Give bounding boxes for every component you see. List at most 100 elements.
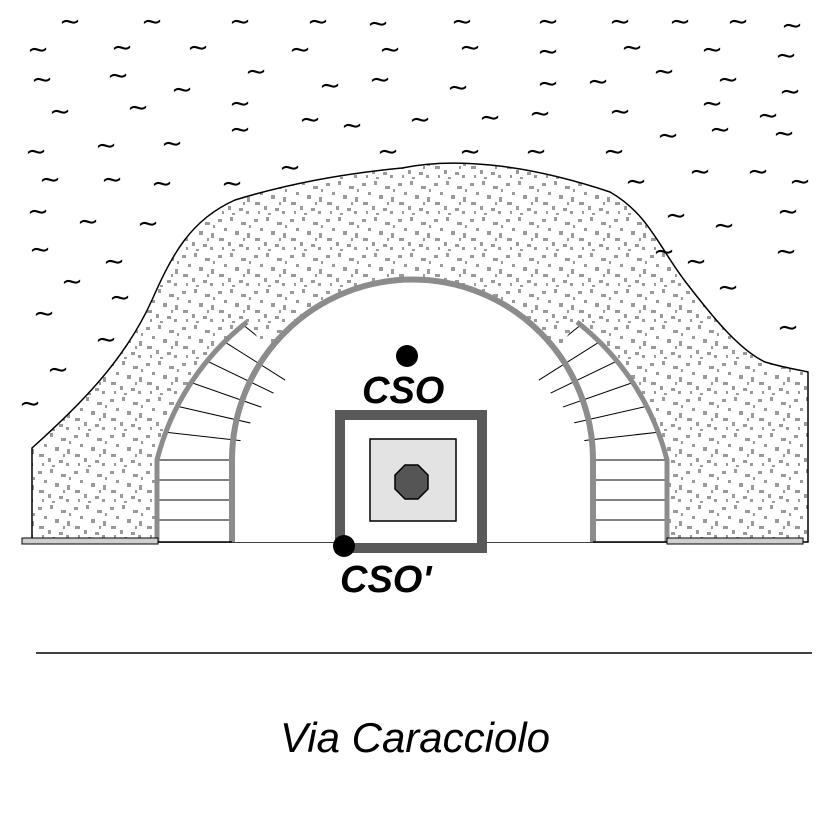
water-wave-glyph: ∼: [307, 7, 329, 37]
left-lining-outer-edge: [154, 320, 249, 542]
water-wave-glyph: ∼: [161, 129, 183, 159]
water-wave-glyph: ∼: [95, 325, 117, 355]
water-wave-glyph: ∼: [537, 7, 559, 37]
water-wave-glyph: ∼: [341, 111, 363, 141]
water-wave-glyph: ∼: [111, 33, 133, 63]
water-wave-glyph: ∼: [625, 167, 647, 197]
water-wave-glyph: ∼: [59, 7, 81, 37]
water-wave-glyph: ∼: [141, 7, 163, 37]
water-wave-glyph: ∼: [747, 157, 769, 187]
water-wave-glyph: ∼: [587, 67, 609, 97]
lining-hatch-line: [157, 425, 264, 444]
water-wave-glyph: ∼: [245, 57, 267, 87]
water-wave-glyph: ∼: [95, 131, 117, 161]
water-wave-glyph: ∼: [221, 169, 243, 199]
water-wave-glyph: ∼: [777, 197, 799, 227]
water-wave-glyph: ∼: [61, 267, 83, 297]
water-wave-glyph: ∼: [47, 355, 69, 385]
water-wave-glyph: ∼: [727, 7, 749, 37]
water-wave-glyph: ∼: [39, 165, 61, 195]
water-wave-glyph: ∼: [757, 101, 779, 131]
cso-label: CSO: [362, 370, 444, 412]
water-wave-glyph: ∼: [789, 167, 811, 197]
water-wave-glyph: ∼: [109, 283, 131, 313]
water-wave-glyph: ∼: [653, 237, 675, 267]
water-wave-glyph: ∼: [609, 7, 631, 37]
water-wave-pattern: ∼ ∼ ∼ ∼ ∼ ∼ ∼ ∼ ∼ ∼ ∼ ∼ ∼ ∼ ∼ ∼ ∼ ∼ ∼ ∼ ∼ ∼ ∼ ∼ ∼ ∼ ∼ ∼ ∼ ∼ ∼ ∼ ∼ ∼ ∼ ∼ ∼ ∼ ∼ ∼…: [19, 7, 811, 419]
water-wave-glyph: ∼: [379, 35, 401, 65]
cso-prime-point-icon: [333, 535, 355, 557]
water-wave-glyph: ∼: [717, 273, 739, 303]
lining-hatch-line: [553, 360, 667, 411]
water-wave-glyph: ∼: [229, 115, 251, 145]
water-wave-glyph: ∼: [369, 65, 391, 95]
cso-point-icon: [396, 345, 418, 367]
water-wave-glyph: ∼: [447, 73, 469, 103]
water-wave-glyph: ∼: [29, 235, 51, 265]
lining-hatch-line: [157, 360, 271, 411]
water-wave-glyph: ∼: [609, 97, 631, 127]
water-wave-glyph: ∼: [529, 99, 551, 129]
water-wave-glyph: ∼: [657, 121, 679, 151]
water-wave-glyph: ∼: [187, 33, 209, 63]
ground-line-left: [21, 537, 159, 545]
water-wave-glyph: ∼: [775, 41, 797, 71]
water-wave-glyph: ∼: [479, 103, 501, 133]
water-wave-glyph: ∼: [459, 33, 481, 63]
water-wave-glyph: ∼: [685, 247, 707, 277]
lining-hatch-line: [157, 392, 266, 428]
water-wave-glyph: ∼: [31, 65, 53, 95]
water-wave-glyph: ∼: [19, 389, 41, 419]
ground-line-right: [666, 537, 804, 545]
water-wave-glyph: ∼: [137, 209, 159, 239]
water-wave-glyph: ∼: [537, 37, 559, 67]
water-wave-glyph: ∼: [27, 197, 49, 227]
water-wave-glyph: ∼: [459, 137, 481, 167]
water-wave-glyph: ∼: [409, 105, 431, 135]
water-wave-glyph: ∼: [775, 237, 797, 267]
water-wave-glyph: ∼: [689, 157, 711, 187]
water-wave-glyph: ∼: [25, 137, 47, 167]
water-wave-glyph: ∼: [127, 93, 149, 123]
water-wave-glyph: ∼: [77, 207, 99, 237]
water-wave-glyph: ∼: [151, 169, 173, 199]
cso-prime-label: CSO': [340, 559, 433, 601]
water-wave-glyph: ∼: [451, 7, 473, 37]
water-wave-glyph: ∼: [171, 75, 193, 105]
water-wave-glyph: ∼: [229, 7, 251, 37]
right-lining-outer-edge: [575, 320, 670, 542]
water-wave-glyph: ∼: [603, 137, 625, 167]
water-wave-glyph: ∼: [279, 153, 301, 183]
street-name: Via Caracciolo: [280, 714, 550, 761]
tunnel-inner-arch: [229, 276, 596, 542]
shaft-center-point: [394, 464, 429, 500]
water-wave-glyph: ∼: [709, 115, 731, 145]
water-wave-glyph: ∼: [299, 105, 321, 135]
water-wave-glyph: ∼: [525, 137, 547, 167]
water-wave-glyph: ∼: [101, 165, 123, 195]
water-wave-glyph: ∼: [107, 61, 129, 91]
water-wave-glyph: ∼: [229, 89, 251, 119]
water-wave-glyph: ∼: [713, 211, 735, 241]
water-wave-glyph: ∼: [49, 97, 71, 127]
water-wave-glyph: ∼: [777, 313, 799, 343]
water-wave-glyph: ∼: [701, 35, 723, 65]
water-wave-glyph: ∼: [319, 71, 341, 101]
water-wave-glyph: ∼: [665, 201, 687, 231]
water-wave-glyph: ∼: [669, 7, 691, 37]
water-wave-glyph: ∼: [103, 247, 125, 277]
lining-hatch-line: [560, 425, 667, 444]
water-wave-glyph: ∼: [621, 33, 643, 63]
water-wave-glyph: ∼: [717, 65, 739, 95]
water-wave-glyph: ∼: [537, 69, 559, 99]
water-wave-glyph: ∼: [653, 57, 675, 87]
water-wave-glyph: ∼: [781, 11, 803, 41]
water-wave-glyph: ∼: [27, 35, 49, 65]
water-wave-glyph: ∼: [377, 137, 399, 167]
water-wave-glyph: ∼: [773, 119, 795, 149]
lining-hatch-line: [558, 392, 667, 428]
water-wave-glyph: ∼: [779, 77, 801, 107]
water-wave-glyph: ∼: [33, 299, 55, 329]
water-wave-glyph: ∼: [367, 9, 389, 39]
